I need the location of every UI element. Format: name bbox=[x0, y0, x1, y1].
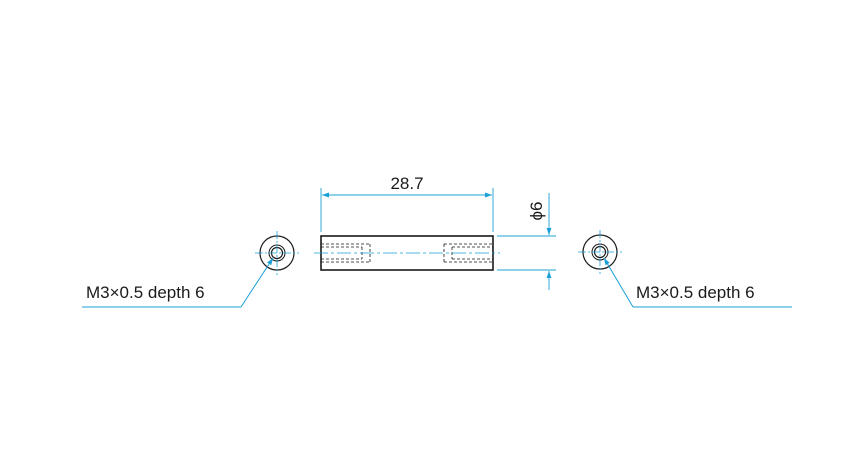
length-dimension-label: 28.7 bbox=[390, 174, 423, 193]
diameter-dimension-label: ϕ6 bbox=[527, 202, 546, 221]
length-dimension bbox=[320, 188, 494, 232]
right-leader bbox=[603, 257, 792, 308]
right-end-view bbox=[578, 230, 622, 274]
diameter-dimension bbox=[497, 193, 556, 290]
left-leader-diagonal bbox=[240, 257, 274, 308]
right-leader-diagonal bbox=[603, 257, 634, 308]
side-view bbox=[314, 235, 500, 271]
left-end-view bbox=[255, 231, 299, 275]
right-thread-callout: M3×0.5 depth 6 bbox=[636, 283, 755, 302]
left-leader bbox=[82, 257, 274, 308]
left-thread-callout: M3×0.5 depth 6 bbox=[86, 283, 205, 302]
